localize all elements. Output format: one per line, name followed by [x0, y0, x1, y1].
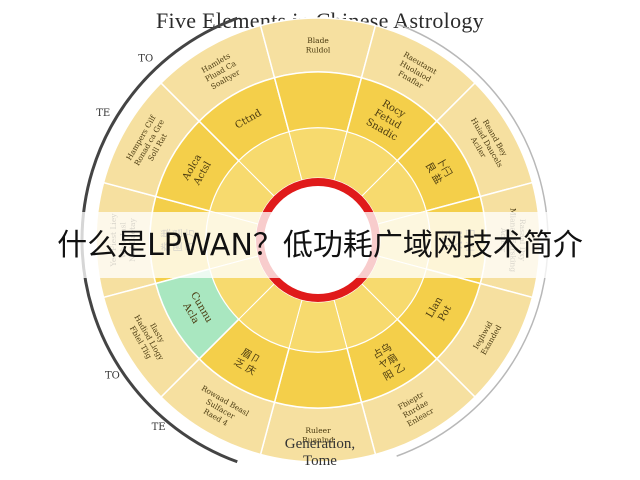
caption-line-2: Tome — [303, 453, 337, 469]
banner-overlay — [0, 212, 640, 278]
segment-outer-label-line: Ruleer — [305, 426, 331, 435]
side-label: TO — [138, 54, 153, 65]
middle-segment — [273, 71, 363, 133]
side-label: TE — [152, 422, 166, 433]
segment-outer-label-line: Blade — [307, 36, 329, 45]
caption-line-1: Generation, — [284, 436, 356, 452]
middle-segment — [273, 347, 363, 409]
side-label: TO — [105, 371, 120, 382]
diagram-caption: Generation, Tome — [0, 436, 640, 470]
side-label: TE — [96, 108, 110, 119]
segment-outer-label-line: Ruldol — [306, 45, 331, 54]
segment-outer-label-line: Ruanlnd — [302, 435, 334, 444]
banner-text: 什么是LPWAN？低功耗广域网技术简介 — [57, 228, 583, 263]
